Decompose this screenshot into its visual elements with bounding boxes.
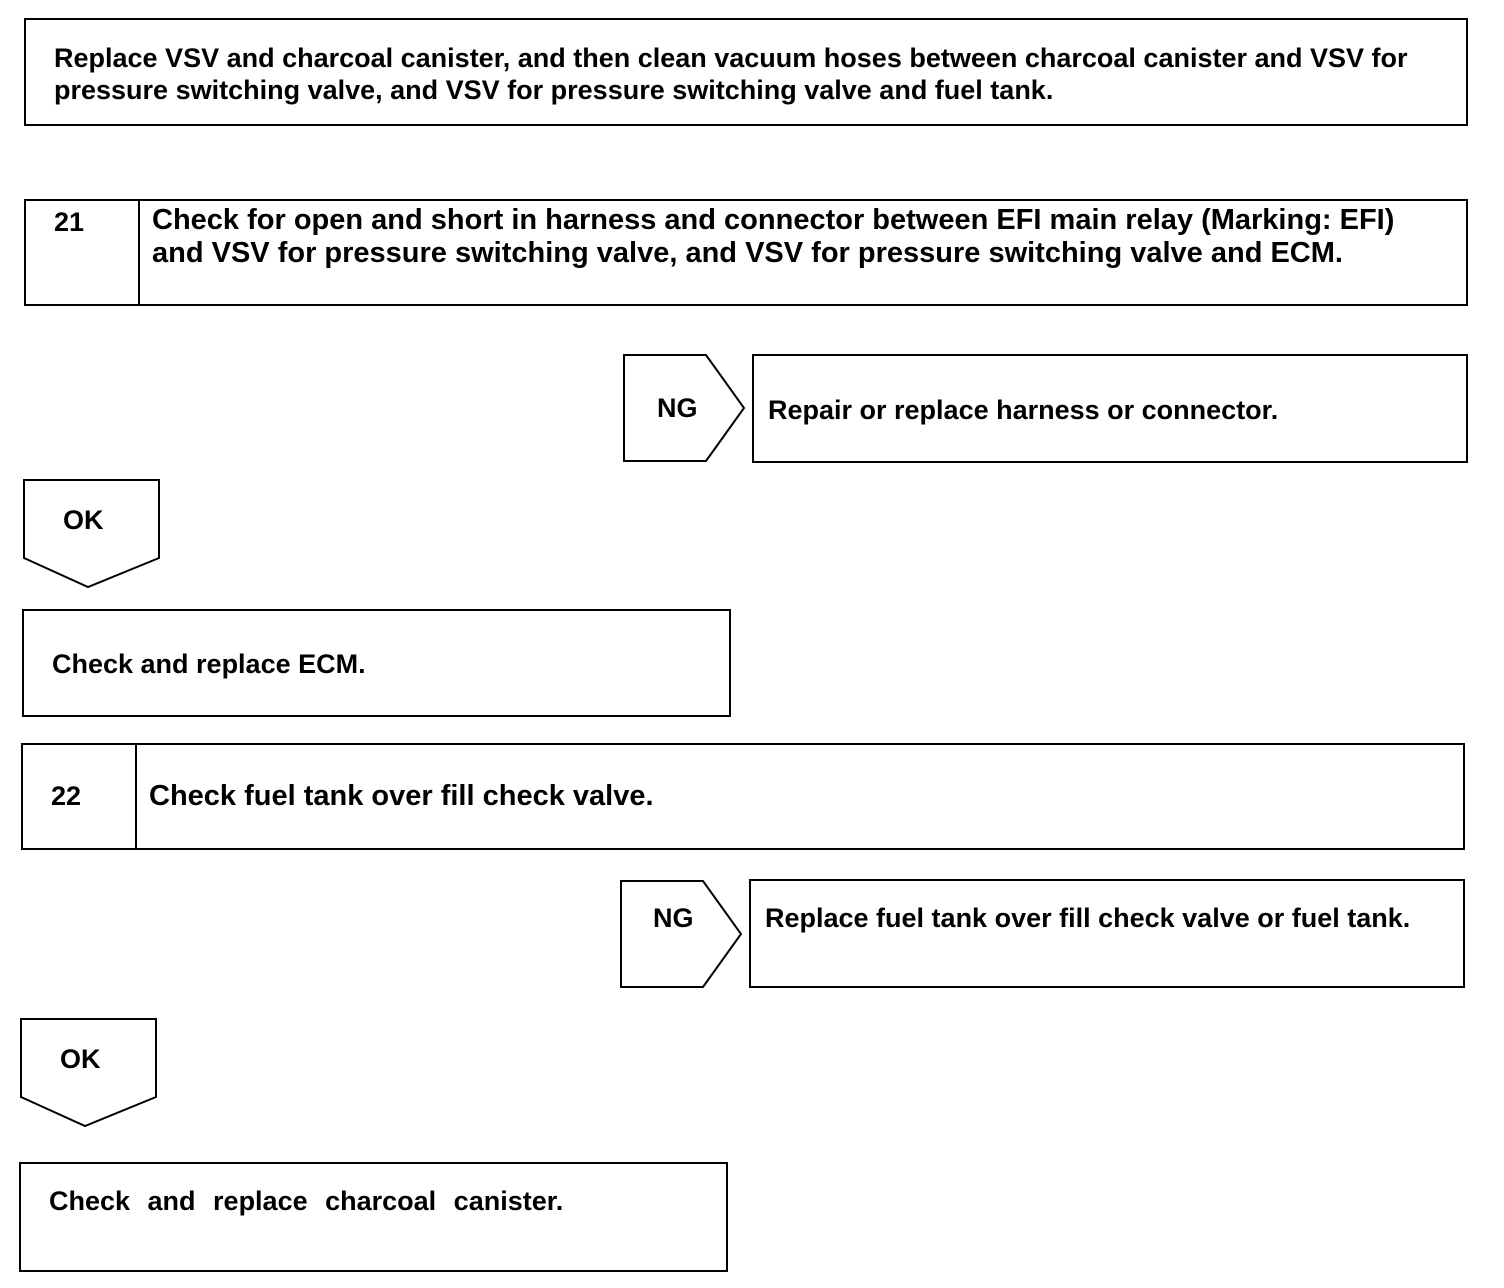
step-21-ok-action-text: Check and replace ECM. xyxy=(52,649,366,679)
step-22-ok-action-box: Check and replace charcoal canister. xyxy=(19,1162,728,1272)
step-22-ng-label: NG xyxy=(653,903,694,933)
step-21-title: Check for open and short in harness and … xyxy=(152,204,1395,269)
step-21-ng-arrow xyxy=(623,354,746,462)
step-21-ng-label: NG xyxy=(657,393,698,423)
step-21-ok-action-box: Check and replace ECM. xyxy=(22,609,731,717)
step-21-ng-action-text: Repair or replace harness or connector. xyxy=(768,395,1279,425)
step-22-ok-action-text: Check and replace charcoal canister. xyxy=(49,1186,564,1216)
step-22-title: Check fuel tank over fill check valve. xyxy=(149,780,654,812)
top-action-box: Replace VSV and charcoal canister, and t… xyxy=(24,18,1468,126)
step-21-ok-arrow xyxy=(23,479,160,589)
step-21-ng-action-box: Repair or replace harness or connector. xyxy=(752,354,1468,463)
top-action-text: Replace VSV and charcoal canister, and t… xyxy=(54,43,1408,105)
step-21-number: 21 xyxy=(54,207,85,237)
step-21-number-cell: 21 xyxy=(26,201,140,304)
step-21-ok-label: OK xyxy=(63,505,104,535)
step-21-box: 21 Check for open and short in harness a… xyxy=(24,199,1468,306)
step-22-box: 22 Check fuel tank over fill check valve… xyxy=(21,743,1465,850)
step-22-number: 22 xyxy=(51,781,82,811)
step-22-number-cell: 22 xyxy=(23,745,137,848)
step-22-ng-arrow xyxy=(620,880,743,988)
step-22-ng-action-box: Replace fuel tank over fill check valve … xyxy=(749,879,1465,988)
step-22-ng-action-text: Replace fuel tank over fill check valve … xyxy=(765,903,1411,933)
step-22-ok-arrow xyxy=(20,1018,157,1128)
step-22-ok-label: OK xyxy=(60,1044,101,1074)
